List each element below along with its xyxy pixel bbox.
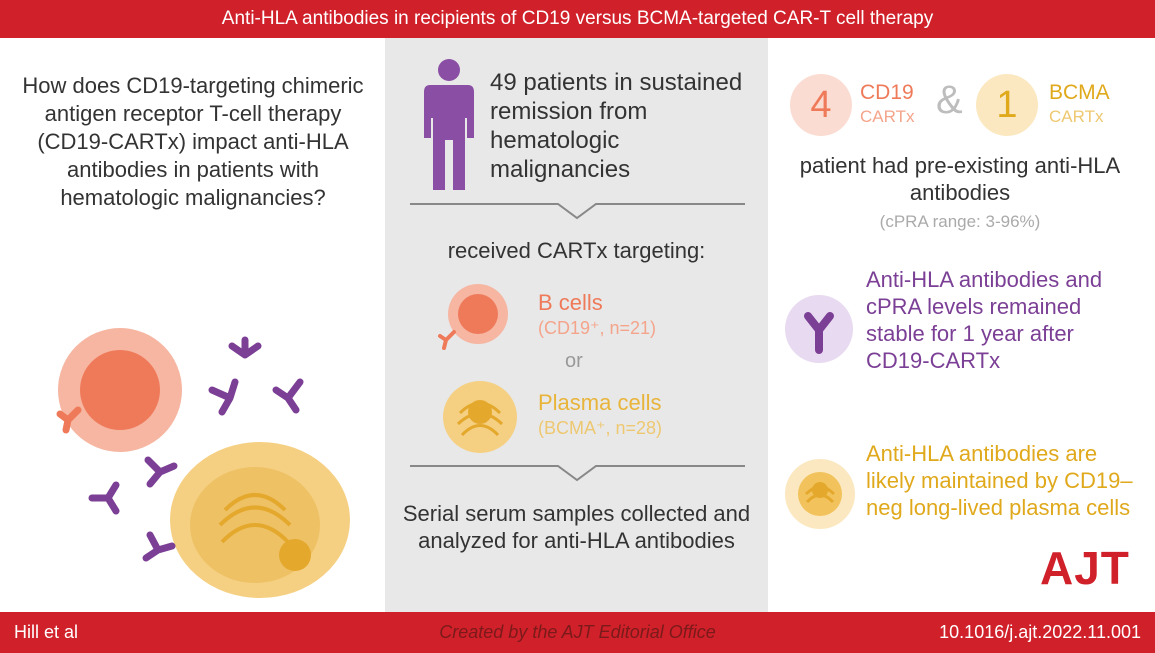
b-cells-label: B cells: [538, 290, 603, 315]
footer-authors: Hill et al: [14, 622, 79, 642]
footer-credit: Created by the AJT Editorial Office: [439, 622, 716, 642]
header-title: Anti-HLA antibodies in recipients of CD1…: [221, 8, 934, 29]
maintained-text: Anti-HLA antibodies are likely maintaine…: [866, 441, 1133, 520]
bcma-count-badge: 1: [976, 74, 1038, 136]
cpra-range: (cPRA range: 3-96%): [879, 212, 1041, 231]
plasma-cell-circle-icon: [785, 459, 855, 529]
bcma-label: BCMA: [1049, 81, 1110, 104]
b-cell-small-icon: [438, 284, 508, 350]
footer-doi: 10.1016/j.ajt.2022.11.001: [939, 622, 1141, 642]
serial-text: Serial serum samples collected and analy…: [402, 501, 751, 553]
antibody-icons: [88, 336, 304, 562]
plasma-cells-label: Plasma cells: [538, 390, 662, 415]
person-icon: [424, 59, 474, 190]
stable-text: Anti-HLA antibodies and cPRA levels rema…: [866, 267, 1103, 373]
cd19-sub: CARTx: [860, 107, 915, 126]
bcma-sub: CARTx: [1049, 107, 1104, 126]
footer-banner: Created by the AJT Editorial Office Hill…: [0, 612, 1155, 653]
received-text: received CARTx targeting:: [447, 238, 706, 263]
divider-bottom: [410, 465, 745, 482]
or-text: or: [565, 350, 583, 372]
remission-text: 49 patients in sustained remission from …: [490, 69, 743, 183]
plasma-cell-small-icon: [443, 381, 517, 453]
question-text: How does CD19-targeting chimeric antigen…: [22, 73, 364, 210]
b-cells-sub: (CD19⁺, n=21): [538, 318, 657, 338]
ajt-logo: AJT: [1040, 542, 1130, 594]
header-banner: Anti-HLA antibodies in recipients of CD1…: [0, 0, 1155, 38]
b-cell-icon: [56, 328, 182, 452]
preexisting-text: patient had pre-existing anti-HLA antibo…: [799, 153, 1121, 205]
cd19-label: CD19: [860, 81, 914, 104]
plasma-cells-sub: (BCMA⁺, n=28): [538, 418, 663, 438]
cd19-count-badge: 4: [790, 74, 852, 136]
bcma-tag: BCMA CARTx: [1049, 81, 1110, 129]
left-illustration: [56, 328, 350, 598]
divider-top: [410, 203, 745, 220]
ampersand: &: [936, 78, 963, 122]
cd19-tag: CD19 CARTx: [860, 81, 914, 129]
plasma-cell-icon: [170, 442, 350, 598]
antibody-circle-icon: [785, 295, 853, 363]
